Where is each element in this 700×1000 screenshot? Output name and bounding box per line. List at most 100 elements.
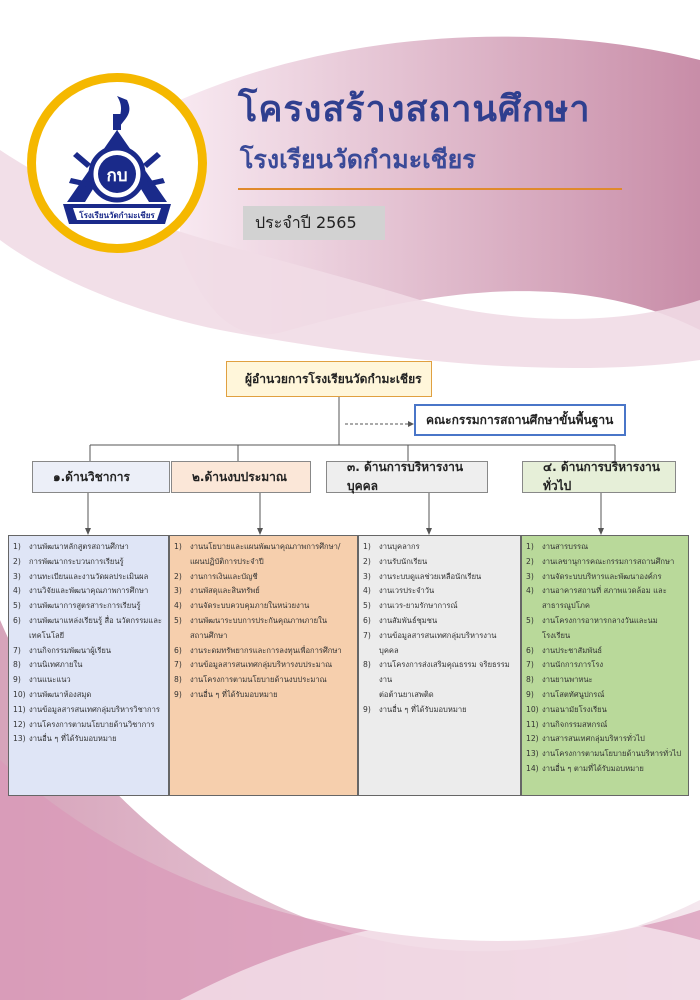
task-number: 7) [174,660,182,670]
department-personnel: ๓. ด้านการบริหารงานบุคคล [326,460,488,493]
task-number: 9) [526,689,534,699]
task-text: งานยานพาหนะ [542,675,593,685]
task-number: 8) [174,675,182,685]
task-text: งานโครงการตามนโยบายด้านงบประมาณ [190,675,327,685]
task-text: งานอนามัยโรงเรียน [542,704,607,714]
task-item: 2)งานรับนักเรียน [363,555,516,570]
committee-box: คณะกรรมการสถานศึกษาขั้นพื้นฐาน [414,404,626,436]
task-item: 8) งานยานพาหนะ [526,673,684,688]
year-badge: ประจำปี 2565 [243,206,385,240]
task-item: 9)งานอื่น ๆ ที่ได้รับมอบหมาย [363,703,516,718]
logo-banner-text: โรงเรียนวัดกำมะเชียร [78,210,155,220]
task-text: งานแนะแนว [29,675,71,685]
task-text: งานสารสนเทศกลุ่มบริหารทั่วไป [542,734,645,744]
task-number: 6) [13,615,21,625]
task-text: งานพัฒนาห้องสมุด [29,689,92,699]
task-item: 5) งานพัฒนาระบบการประกันคุณภาพภายใน [174,614,353,629]
logo-monogram: กบ [106,166,127,186]
task-item: 14)งานอื่น ๆ ตามที่ได้รับมอบหมาย [526,762,684,777]
task-item: เทคโนโลยี [13,629,164,644]
task-text: งานอาคารสถานที่ สภาพแวดล้อม และ [542,586,667,596]
task-text: งานพัฒนาระบบการประกันคุณภาพภายใน [190,615,328,625]
task-number: 7) [13,645,21,655]
task-text: งานนิเทศภายใน [29,660,83,670]
task-text: งานอื่น ๆ ตามที่ได้รับมอบหมาย [542,763,644,773]
task-item: สถานศึกษา [174,629,353,644]
task-number: 6) [363,615,371,625]
task-text: งานพัสดุและสินทรัพย์ [190,586,260,596]
task-number: 5) [13,601,21,611]
task-item: 10)งานอนามัยโรงเรียน [526,703,684,718]
task-text: งานรับนักเรียน [379,556,428,566]
task-item: 7) งานข้อมูลสารสนเทศกลุ่มบริหารงานบุคคล [363,629,516,659]
task-text: สาธารณูปโภค [542,601,590,611]
task-number: 4) [174,601,182,611]
task-text: งานสัมพันธ์ชุมชน [379,615,438,625]
task-text: งานกิจกรรมสหกรณ์ [542,719,608,729]
task-number [13,629,29,644]
school-logo: กบ โรงเรียนวัดกำมะเชียร [63,96,171,224]
task-text: งานโสตทัศนูปกรณ์ [542,689,605,699]
school-name: โรงเรียนวัดกำมะเชียร [240,145,476,174]
task-text: งานข้อมูลสารสนเทศกลุ่มบริหารงานบุคคล [379,630,497,655]
task-text: งานโครงการส่งเสริมคุณธรรม จริยธรรม งาน [379,660,510,685]
task-number: 9) [174,689,182,699]
task-number: 10) [13,689,26,699]
task-item: 6) งานพัฒนาแหล่งเรียนรู้ สื่อ นวัตกรรมและ [13,614,164,629]
task-text: งานระดมทรัพยากรและการลงทุนเพื่อการศึกษา [190,645,342,655]
task-text: งานเลขานุการคณะกรรมการสถานศึกษา [542,556,675,566]
task-text: งานอื่น ๆ ที่ได้รับมอบหมาย [29,734,117,744]
task-number: 8) [526,675,534,685]
task-number: 5) [526,615,534,625]
task-text: งานการเงินและบัญชี [190,571,258,581]
task-text: เทคโนโลยี [29,630,65,640]
task-number: 14) [526,763,539,773]
task-number: 8) [363,660,371,670]
task-number: 3) [363,571,371,581]
task-number: 11) [526,719,539,729]
task-item: 9) งานอื่น ๆ ที่ได้รับมอบหมาย [174,688,353,703]
task-item: 1) งานบุคลากร [363,540,516,555]
task-text: งานอื่น ๆ ที่ได้รับมอบหมาย [190,689,278,699]
task-text: งานบุคลากร [379,542,420,551]
task-item: 2)งานการเงินและบัญชี [174,570,353,585]
task-item: 7)งานกิจกรรมพัฒนาผู้เรียน [13,644,164,659]
task-number: 1) [363,542,371,551]
task-number: 3) [526,571,534,581]
task-item: 9) งานโสตทัศนูปกรณ์ [526,688,684,703]
task-item: 12)งานสารสนเทศกลุ่มบริหารทั่วไป [526,732,684,747]
task-item: 2)งานเลขานุการคณะกรรมการสถานศึกษา [526,555,684,570]
task-text: สถานศึกษา [190,630,228,640]
task-number [174,555,190,570]
task-item: 4)งานจัดระบบควบคุมภายในหน่วยงาน [174,599,353,614]
task-item: 13)งานอื่น ๆ ที่ได้รับมอบหมาย [13,732,164,747]
department-general: ๔. ด้านการบริหารงานทั่วไป [522,460,676,493]
task-text: งานระบบดูแลช่วยเหลือนักเรียน [379,571,482,581]
task-text: งานพัฒนาการสูตรสาระการเรียนรู้ [29,601,141,611]
task-number: 5) [174,615,182,625]
task-text: งานจัดระบบบริหารและพัฒนาองค์กร [542,571,662,581]
page-title: โครงสร้างสถานศึกษา [238,89,591,130]
task-item: 13)งานโครงการตามนโยบายด้านบริหารทั่วไป [526,747,684,762]
task-text: แผนปฏิบัติการประจำปี [190,556,264,566]
task-item: 7)งานนักการภารโรง [526,658,684,673]
task-item: 8) งานโครงการส่งเสริมคุณธรรม จริยธรรม งาน [363,658,516,688]
task-item: แผนปฏิบัติการประจำปี [174,555,353,570]
task-number: 5) [363,601,371,611]
task-text: งานพัฒนาแหล่งเรียนรู้ สื่อ นวัตกรรมและ [29,615,162,625]
budget-task-list: 1)งานนโยบายและแผนพัฒนาคุณภาพการศึกษา/แผน… [169,535,358,796]
task-number: 4) [363,586,371,596]
task-number: 11) [13,704,26,714]
task-number: 10) [526,704,539,714]
task-text: งานนักการภารโรง [542,660,604,670]
task-item: 8)งานนิเทศภายใน [13,658,164,673]
task-number [526,599,542,614]
task-item: 1)งานนโยบายและแผนพัฒนาคุณภาพการศึกษา/ [174,540,353,555]
task-number [363,688,379,703]
task-item: 10)งานพัฒนาห้องสมุด [13,688,164,703]
task-number: 7) [363,630,371,640]
task-number: 4) [13,586,21,596]
task-item: 5)งานเวร-ยามรักษาการณ์ [363,599,516,614]
